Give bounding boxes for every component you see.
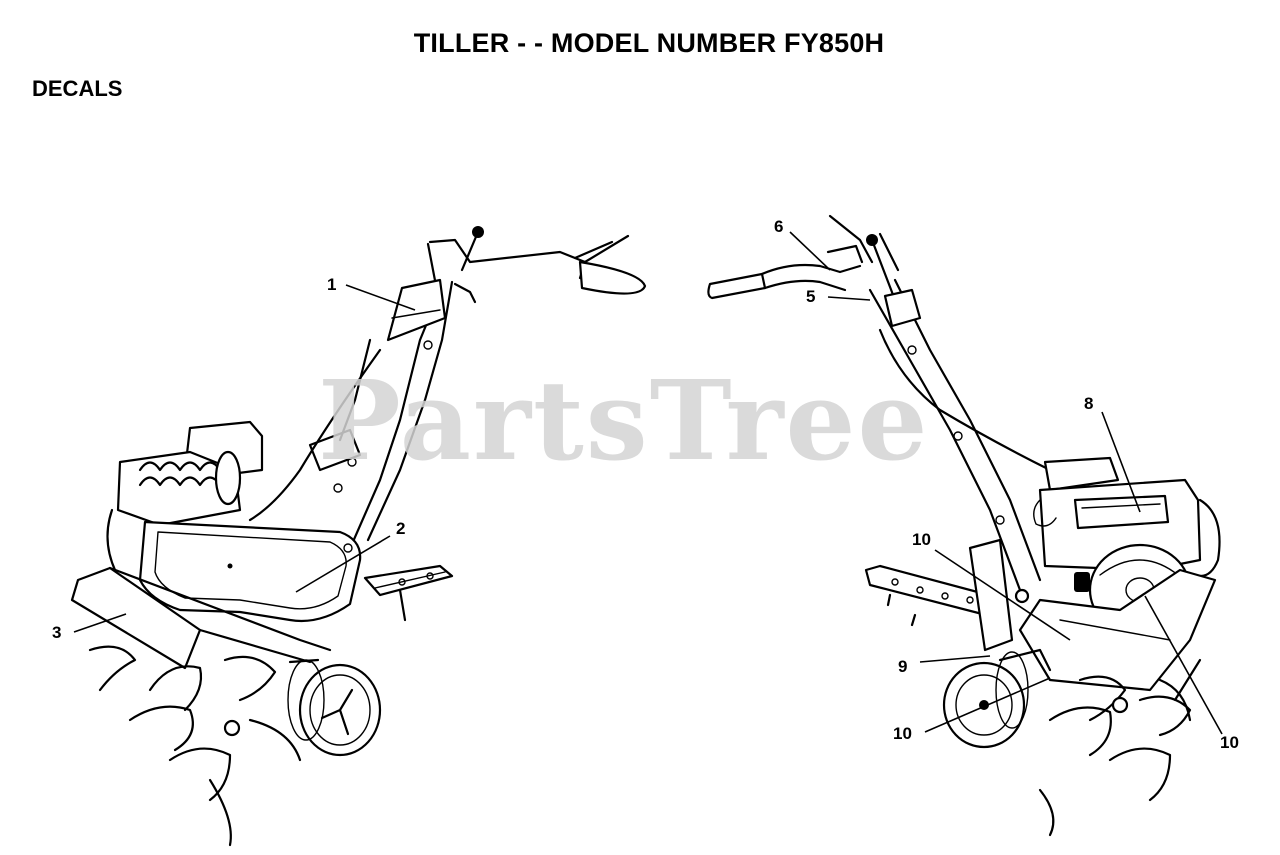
right-engine-top [1043, 456, 1120, 492]
callout-10-lower: 10 [893, 724, 912, 743]
callout-3: 3 [52, 623, 62, 642]
diagram-title: TILLER - - MODEL NUMBER FY850H [413, 28, 885, 58]
callout-10-upper: 10 [912, 530, 931, 549]
right-decal-8-plate [1073, 494, 1170, 530]
callout-8: 8 [1084, 394, 1094, 413]
left-tine-shield [70, 566, 202, 670]
left-handle-grip [578, 260, 647, 295]
right-tiller-drawing [707, 214, 1221, 837]
callout-1: 1 [327, 275, 337, 294]
callout-6: 6 [774, 217, 784, 236]
left-engine-body [116, 450, 242, 527]
left-tiller-drawing [70, 226, 647, 847]
left-decal-1-plate [386, 278, 447, 342]
callout-2: 2 [396, 519, 406, 538]
section-heading: DECALS [32, 76, 123, 101]
callout-leader-lines [73, 231, 1223, 735]
callout-10-right: 10 [1220, 733, 1239, 752]
callout-9: 9 [898, 657, 908, 676]
left-belt-guard [138, 520, 362, 623]
callout-5: 5 [806, 287, 816, 306]
right-handle-grip [707, 272, 767, 300]
